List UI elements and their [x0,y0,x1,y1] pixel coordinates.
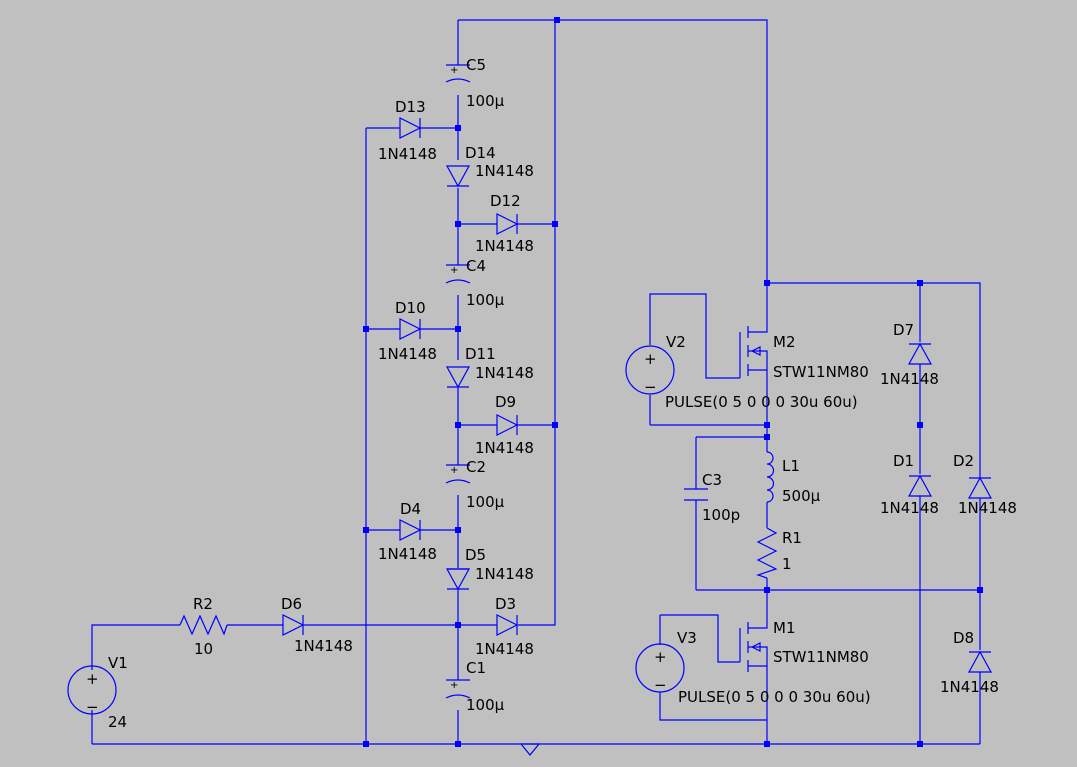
label-D12-name: D12 [490,192,521,210]
svg-text:−: − [654,676,667,694]
label-D12-value: 1N4148 [475,237,534,255]
diode-D1 [907,474,933,497]
label-D2-name: D2 [953,452,974,470]
label-C5-value: 100μ [466,92,505,110]
label-C1-value: 100μ [466,696,505,714]
label-R2-value: 10 [194,640,213,658]
label-D11-name: D11 [465,345,496,363]
diode-D2 [967,476,993,499]
svg-text:+: + [644,350,657,368]
label-V1-value: 24 [108,713,127,731]
label-D5-value: 1N4148 [475,565,534,583]
label-M1-name: M1 [773,619,796,637]
label-D9-name: D9 [495,393,516,411]
diode-D12 [496,213,519,235]
label-V2-value: PULSE(0 5 0 0 0 30u 60u) [665,393,858,411]
label-D4-value: 1N4148 [378,545,437,563]
label-D1-value: 1N4148 [880,499,939,517]
capacitor-C1: + [445,679,471,699]
svg-text:−: − [644,378,657,396]
svg-text:−: − [86,698,99,716]
diode-D7 [907,342,933,365]
label-D3-name: D3 [495,595,516,613]
diode-D8 [967,650,993,673]
label-D4-name: D4 [400,500,421,518]
inductor-L1 [766,451,775,503]
label-M2-value: STW11NM80 [773,363,869,381]
label-R1-value: 1 [782,555,792,573]
label-D13-name: D13 [395,98,426,116]
diode-D14 [445,165,471,188]
label-R1-name: R1 [782,529,802,547]
component-labels: C5 100μ D13 1N4148 D14 1N4148 D12 1N4148… [108,56,1017,731]
label-V3-value: PULSE(0 5 0 0 0 30u 60u) [678,688,871,706]
resistor-R1 [756,527,778,579]
svg-text:+: + [450,680,458,691]
diode-D11 [445,366,471,389]
junctions [363,17,983,747]
label-D2-value: 1N4148 [958,499,1017,517]
label-C3-value: 100p [702,506,740,524]
label-M1-value: STW11NM80 [773,648,869,666]
label-R2-name: R2 [193,595,213,613]
voltage-source-V1-icon: + − [67,665,117,716]
label-D14-value: 1N4148 [475,162,534,180]
label-C2-value: 100μ [466,493,505,511]
svg-text:+: + [450,465,458,476]
label-C1-name: C1 [466,659,486,677]
mosfet-M1 [739,618,768,674]
diode-D5 [445,568,471,591]
voltage-source-V3-icon: + − [635,643,685,694]
label-C5-name: C5 [466,56,486,74]
label-D7-value: 1N4148 [880,370,939,388]
label-L1-name: L1 [782,457,800,475]
diode-D4 [399,519,422,541]
label-D6-value: 1N4148 [294,637,353,655]
label-D5-name: D5 [465,546,486,564]
voltage-source-V2-icon: + − [625,345,675,396]
label-D13-value: 1N4148 [378,145,437,163]
label-C3-name: C3 [702,471,722,489]
label-M2-name: M2 [773,333,796,351]
label-V2-name: V2 [666,333,686,351]
label-V3-name: V3 [677,629,697,647]
label-D8-name: D8 [953,629,974,647]
ground-triangle-icon [519,743,541,756]
label-D10-name: D10 [395,299,426,317]
label-D8-value: 1N4148 [940,678,999,696]
svg-text:+: + [450,65,458,76]
label-D3-value: 1N4148 [475,640,534,658]
label-D1-name: D1 [893,452,914,470]
label-D10-value: 1N4148 [378,345,437,363]
resistor-R2 [179,614,228,636]
label-D6-name: D6 [281,595,302,613]
svg-text:+: + [450,265,458,276]
diode-D10 [399,318,422,340]
label-V1-name: V1 [108,654,128,672]
label-L1-value: 500μ [782,487,821,505]
capacitor-C3 [684,488,708,501]
label-C4-name: C4 [466,257,486,275]
mosfet-M2 [739,322,768,378]
capacitor-C2: + [445,464,471,484]
label-D9-value: 1N4148 [475,439,534,457]
diode-D6 [282,614,305,636]
label-D14-name: D14 [465,144,496,162]
svg-text:+: + [86,670,99,688]
capacitor-C4: + [445,264,471,284]
label-C4-value: 100μ [466,291,505,309]
capacitor-C5: + [445,64,471,83]
diode-D3 [496,614,519,636]
diode-D9 [496,414,519,436]
svg-text:+: + [654,648,667,666]
diode-D13 [399,117,422,139]
label-D11-value: 1N4148 [475,364,534,382]
label-C2-name: C2 [466,458,486,476]
label-D7-name: D7 [893,321,914,339]
wires [91,19,981,745]
